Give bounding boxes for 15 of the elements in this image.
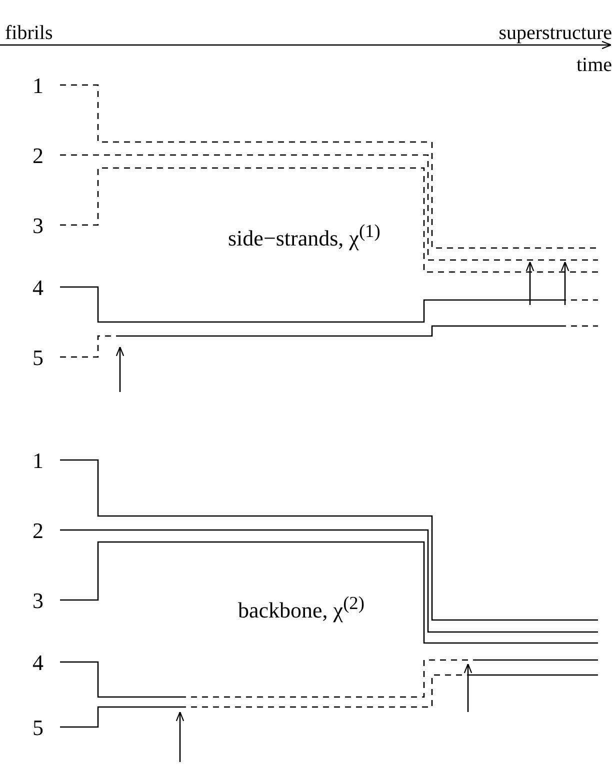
row-number: 3	[32, 215, 44, 237]
row-number: 3	[32, 590, 44, 612]
axis-label: fibrils	[5, 23, 53, 43]
row-number: 2	[32, 145, 44, 167]
row-number: 4	[32, 652, 44, 674]
row-number: 1	[32, 450, 44, 472]
axis-label: superstructure	[498, 23, 612, 43]
row-number: 1	[32, 75, 44, 97]
panel-label: side−strands, χ$^{(1)}$	[228, 222, 380, 250]
row-number: 2	[32, 520, 44, 542]
panel-label: backbone, χ$^{(2)}$	[238, 594, 364, 622]
row-number: 4	[32, 277, 44, 299]
row-number: 5	[32, 347, 44, 369]
axis-label: time	[576, 55, 612, 75]
row-number: 5	[32, 717, 44, 739]
